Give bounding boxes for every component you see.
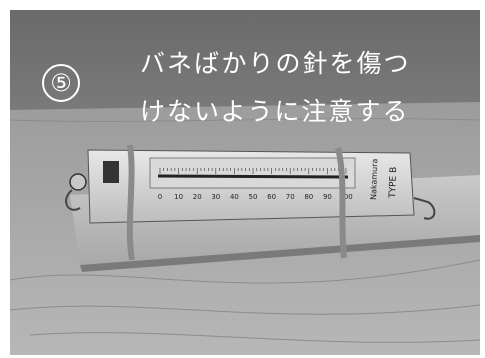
scale-tick-label: 80	[304, 193, 313, 201]
scale-tick-label: 10	[174, 193, 183, 201]
scale-tick-labels: 0 10 20 30 40 50 60 70 80 90 100	[158, 193, 353, 201]
brand-text: Nakamura	[369, 158, 379, 200]
scale-ticks	[159, 168, 347, 174]
end-knob	[69, 173, 87, 191]
scale-window	[149, 157, 356, 189]
scale-tick-label: 60	[267, 193, 276, 201]
type-text: TYPE B	[388, 167, 399, 199]
scale-tick-label: 20	[193, 193, 202, 201]
photo: 0 10 20 30 40 50 60 70 80 90 100 Nakamura TYPE B ⑤…	[10, 10, 480, 355]
scale-tick-label: 40	[230, 193, 239, 201]
rubber-band-left	[126, 144, 135, 261]
logo-plate	[103, 161, 119, 183]
scale-tick-label: 30	[211, 193, 220, 201]
scale-slot	[157, 174, 349, 179]
caption-line-2: けないように注意する	[140, 97, 410, 126]
photo-scene: 0 10 20 30 40 50 60 70 80 90 100 Nakamura TYPE B	[10, 10, 480, 355]
hook	[413, 197, 436, 220]
board-edge	[80, 235, 480, 272]
caption-line-1: バネばかりの針を傷つ	[140, 49, 411, 78]
rubber-band-right	[335, 147, 347, 259]
scale-tick-label: 70	[286, 193, 295, 201]
scale-tick-label: 50	[249, 193, 258, 201]
step-number-badge: ⑤	[42, 64, 80, 102]
scale-tick-label: 100	[339, 193, 352, 201]
scale-tick-label: 0	[158, 193, 162, 201]
scale-tick-label: 90	[323, 193, 332, 201]
ring	[65, 189, 81, 211]
wood-grain	[10, 118, 480, 343]
